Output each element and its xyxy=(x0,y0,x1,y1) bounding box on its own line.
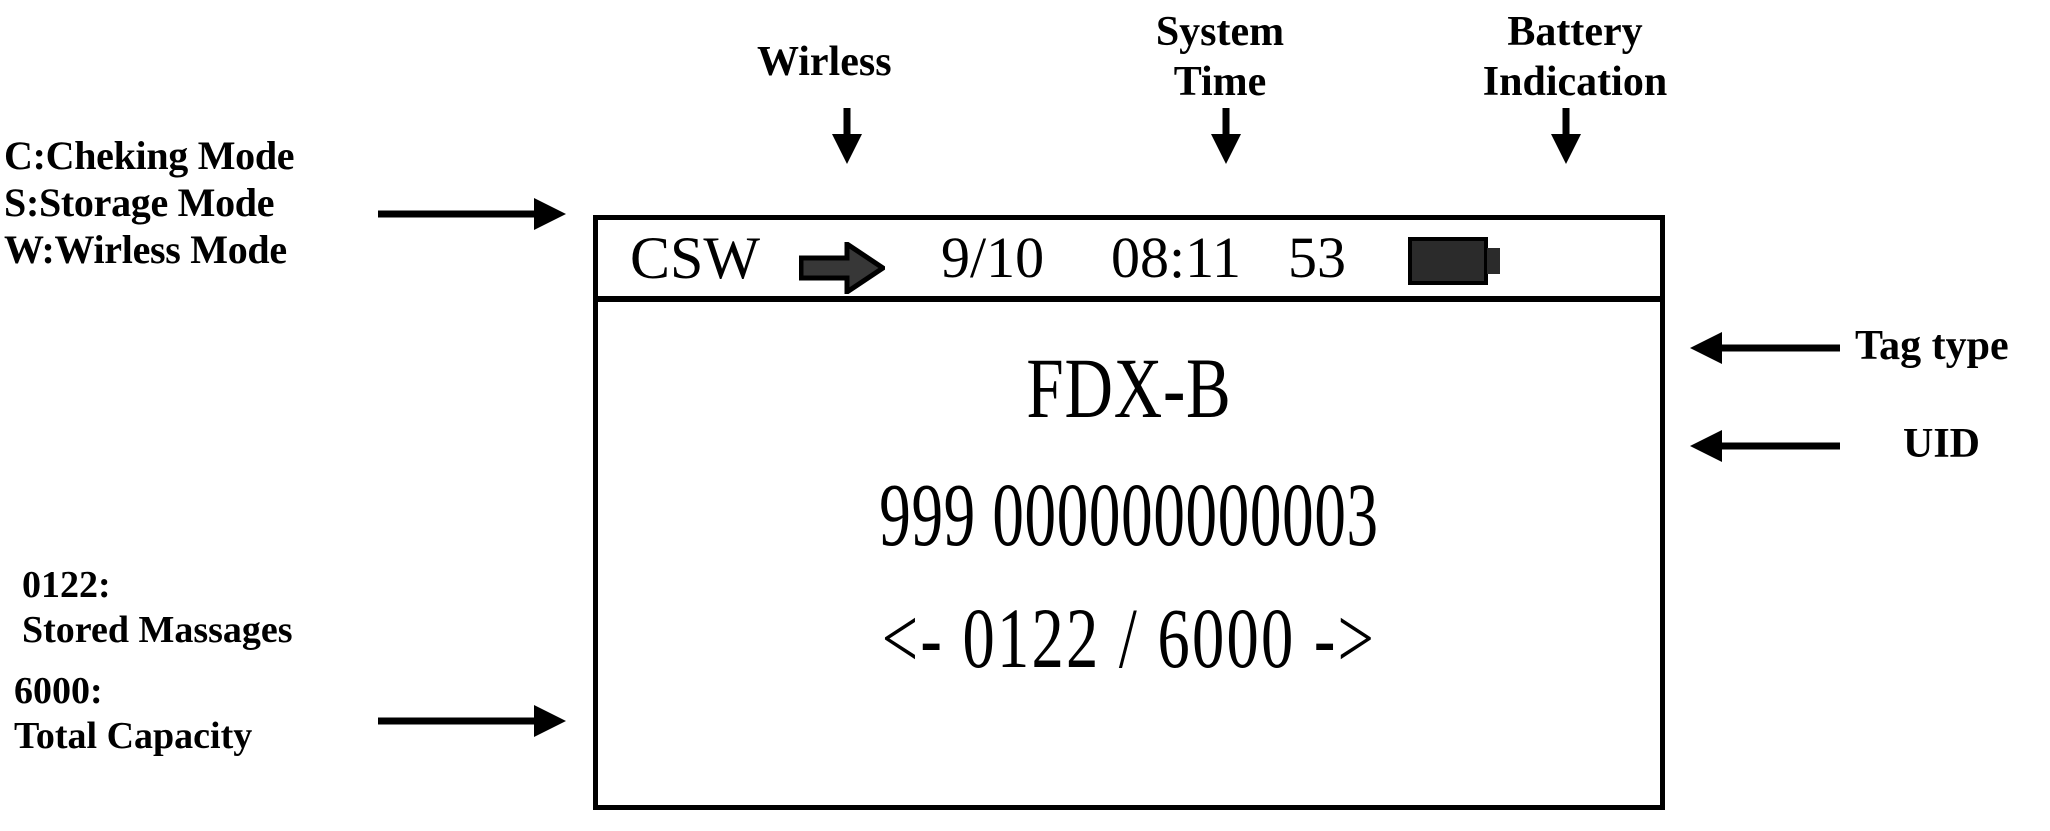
wireless-annotation-label: Wirless xyxy=(757,39,892,85)
battery-annotation-line1: Battery xyxy=(1507,9,1643,55)
arrow-mode-to-statusbar xyxy=(378,198,566,230)
status-time: 08:11 xyxy=(1111,225,1241,290)
tag-type-annotation: Tag type xyxy=(1855,322,2009,372)
right-arrow-icon xyxy=(799,242,885,294)
status-date: 9/10 xyxy=(941,225,1045,290)
arrow-battery-down xyxy=(1551,108,1581,164)
total-capacity-label: Total Capacity xyxy=(14,714,253,757)
mode-indicator: CSW xyxy=(630,225,761,291)
arrow-tag-type-left xyxy=(1690,332,1840,364)
arrow-system-time-down xyxy=(1211,108,1241,164)
battery-body xyxy=(1408,237,1488,285)
lcd-content-area: FDX-B 999 000000000003 <- 0122 / 6000 -> xyxy=(598,302,1660,805)
mode-legend-checking: C:Cheking Mode xyxy=(4,133,295,178)
lcd-status-bar: CSW 9/10 08:11 53 xyxy=(598,220,1660,302)
uid-annotation-label: UID xyxy=(1903,421,1981,467)
mode-legend-storage: S:Storage Mode xyxy=(4,180,275,226)
arrow-capacity-to-record-nav xyxy=(378,705,566,737)
arrow-uid-left xyxy=(1690,430,1840,462)
system-time-annotation: System Time xyxy=(1125,8,1315,107)
stored-messages-value: 0122: xyxy=(22,564,111,606)
mode-legend: C:Cheking Mode S:Storage Mode W:Wirless … xyxy=(4,132,295,274)
battery-terminal xyxy=(1487,248,1500,274)
stored-messages-legend: 0122: Stored Massages xyxy=(22,563,293,653)
total-capacity-value: 6000: xyxy=(14,670,103,712)
uid-annotation: UID xyxy=(1903,420,1980,470)
lcd-screen: CSW 9/10 08:11 53 FDX-B 999 000000000003… xyxy=(593,215,1665,810)
status-count: 53 xyxy=(1288,225,1346,290)
stored-messages-label: Stored Massages xyxy=(22,608,293,651)
total-capacity-legend: 6000: Total Capacity xyxy=(14,669,252,759)
system-time-annotation-line1: System xyxy=(1155,9,1285,55)
arrow-wireless-down xyxy=(832,108,862,164)
tag-type-annotation-label: Tag type xyxy=(1855,323,2009,369)
uid-value: 999 000000000003 xyxy=(879,466,1379,565)
mode-legend-wireless: W:Wirless Mode xyxy=(4,227,287,273)
tag-type-value: FDX-B xyxy=(1026,340,1232,436)
battery-annotation-line2: Indication xyxy=(1482,58,1668,105)
record-nav-value: <- 0122 / 6000 -> xyxy=(881,590,1377,686)
wireless-annotation: Wirless xyxy=(757,38,892,88)
system-time-annotation-line2: Time xyxy=(1173,58,1267,105)
battery-full-icon xyxy=(1408,237,1500,285)
battery-annotation: Battery Indication xyxy=(1455,8,1695,107)
